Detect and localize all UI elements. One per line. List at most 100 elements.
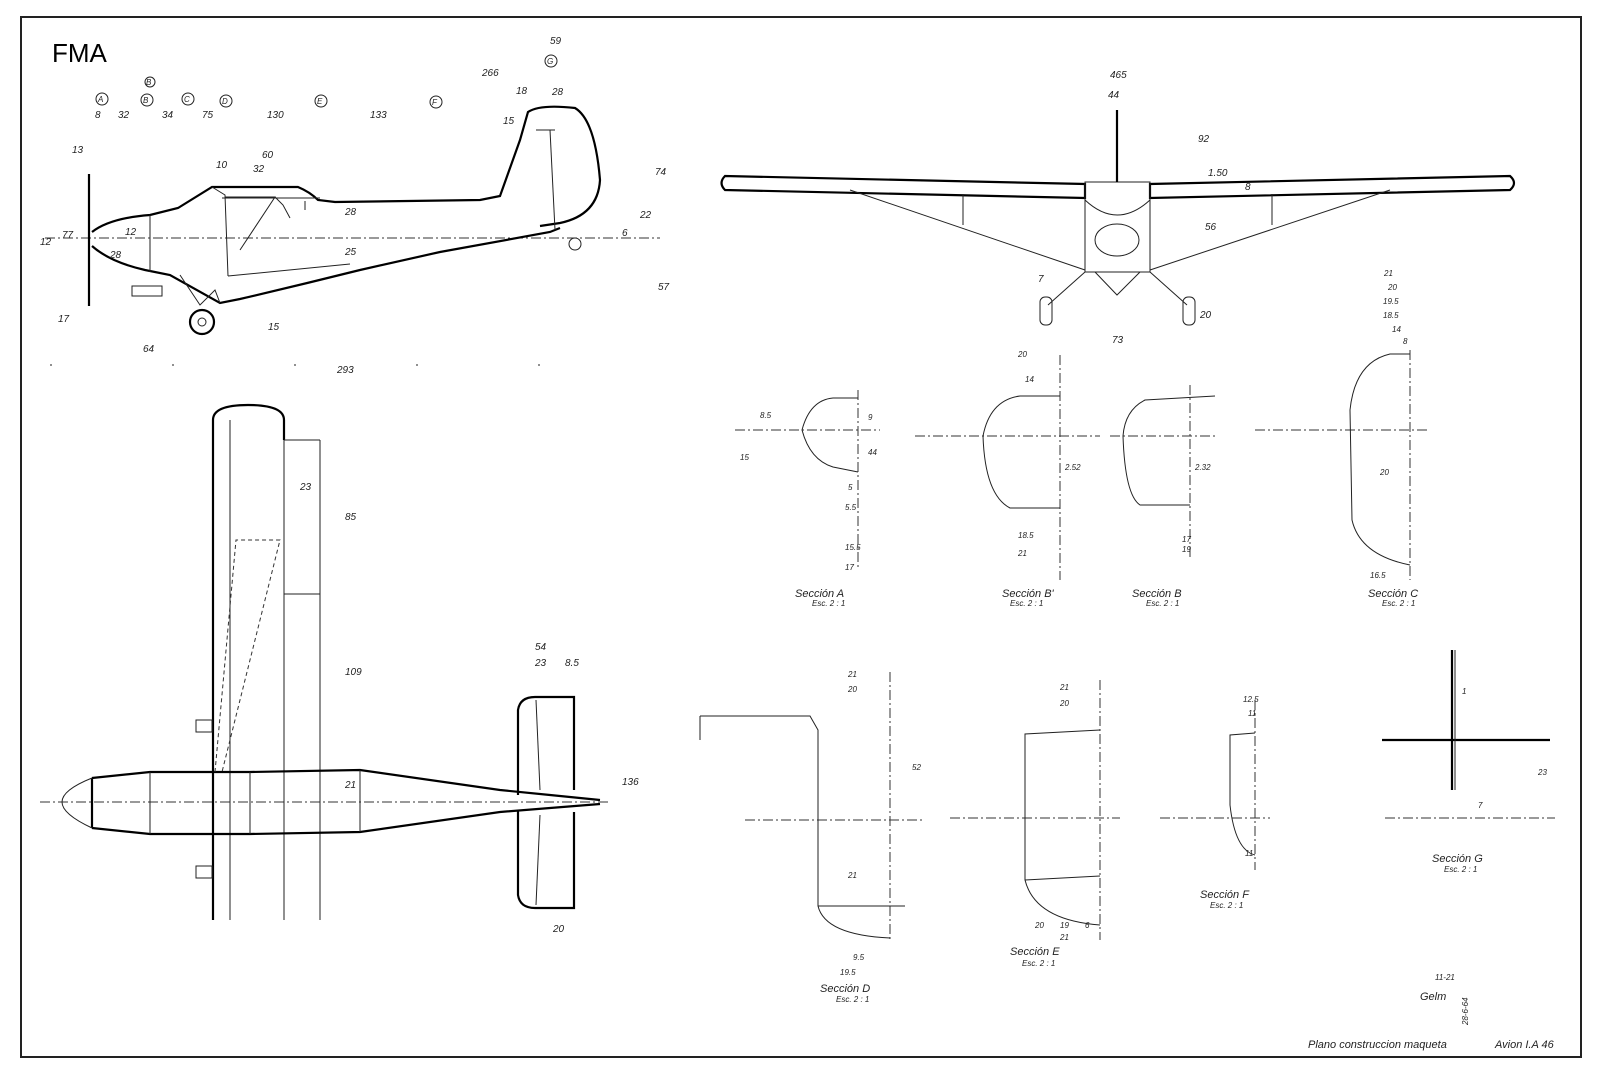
plan-title: Plano construccion maqueta xyxy=(1308,1039,1447,1051)
section-e: Sección E Esc. 2 : 1 21 20 20 19 6 21 xyxy=(950,680,1120,968)
svg-text:10: 10 xyxy=(216,160,228,171)
svg-text:21: 21 xyxy=(1059,933,1069,942)
svg-text:9.5: 9.5 xyxy=(853,953,865,962)
section-d-title: Sección D xyxy=(820,983,870,995)
front-view: 465 44 92 56 7 73 20 8 1.50 xyxy=(720,70,1516,346)
svg-text:8: 8 xyxy=(95,110,101,121)
svg-text:12: 12 xyxy=(125,227,137,238)
svg-text:21: 21 xyxy=(344,780,356,791)
svg-text:21: 21 xyxy=(1059,683,1069,692)
svg-text:20: 20 xyxy=(1017,350,1027,359)
svg-text:92: 92 xyxy=(1198,134,1210,145)
svg-text:E: E xyxy=(317,97,323,106)
section-a-scale: Esc. 2 : 1 xyxy=(812,599,845,608)
section-a-title: Sección A xyxy=(795,588,844,600)
svg-text:21: 21 xyxy=(1383,269,1393,278)
svg-text:2.32: 2.32 xyxy=(1194,463,1211,472)
section-g-title: Sección G xyxy=(1432,853,1483,865)
svg-text:18: 18 xyxy=(516,86,528,97)
svg-text:6: 6 xyxy=(1085,921,1090,930)
svg-text:25: 25 xyxy=(344,247,357,258)
svg-text:28: 28 xyxy=(344,207,357,218)
section-b-prime-title: Sección B' xyxy=(1002,588,1055,600)
svg-text:14: 14 xyxy=(1025,375,1034,384)
section-b: Sección B Esc. 2 : 1 2.32 17 19 xyxy=(1110,385,1216,608)
section-b-prime-scale: Esc. 2 : 1 xyxy=(1010,599,1043,608)
svg-text:5.5: 5.5 xyxy=(845,503,857,512)
svg-text:293: 293 xyxy=(336,365,354,376)
svg-text:14: 14 xyxy=(1392,325,1401,334)
section-c: Sección C Esc. 2 : 1 21 20 19.5 18.5 14 … xyxy=(1255,269,1430,608)
svg-text:133: 133 xyxy=(370,110,387,121)
svg-text:21: 21 xyxy=(1017,549,1027,558)
svg-text:8.5: 8.5 xyxy=(565,658,579,669)
section-b-prime: Sección B' Esc. 2 : 1 20 14 2.52 18.5 21 xyxy=(915,350,1100,608)
svg-text:20: 20 xyxy=(1059,699,1069,708)
svg-text:52: 52 xyxy=(912,763,921,772)
svg-text:21: 21 xyxy=(847,871,857,880)
svg-text:13: 13 xyxy=(72,145,84,156)
top-view: 23 85 109 21 136 54 23 8.5 20 xyxy=(40,403,639,935)
svg-text:2.52: 2.52 xyxy=(1064,463,1081,472)
svg-text:32: 32 xyxy=(118,110,130,121)
section-c-title: Sección C xyxy=(1368,588,1418,600)
section-b-scale: Esc. 2 : 1 xyxy=(1146,599,1179,608)
svg-text:266: 266 xyxy=(481,68,499,79)
svg-text:15.5: 15.5 xyxy=(845,543,861,552)
brand-label: FMA xyxy=(52,38,107,68)
svg-text:20: 20 xyxy=(1034,921,1044,930)
svg-text:59: 59 xyxy=(550,36,562,47)
svg-text:15: 15 xyxy=(268,322,280,333)
svg-text:11: 11 xyxy=(1245,849,1253,858)
svg-text:28: 28 xyxy=(551,87,564,98)
svg-text:28: 28 xyxy=(109,250,122,261)
svg-text:44: 44 xyxy=(1108,90,1120,101)
svg-text:17: 17 xyxy=(1182,535,1191,544)
svg-text:20: 20 xyxy=(1199,310,1212,321)
signature: Gelm xyxy=(1420,991,1446,1003)
svg-text:56: 56 xyxy=(1205,222,1217,233)
svg-text:12: 12 xyxy=(40,237,52,248)
svg-text:15: 15 xyxy=(740,453,749,462)
svg-text:12.5: 12.5 xyxy=(1243,695,1259,704)
svg-text:17: 17 xyxy=(845,563,854,572)
svg-text:32: 32 xyxy=(253,164,265,175)
svg-text:G: G xyxy=(547,57,553,66)
svg-text:20: 20 xyxy=(552,924,565,935)
svg-text:21: 21 xyxy=(847,670,857,679)
svg-text:8: 8 xyxy=(1245,182,1251,193)
drawing-date: 28-6-64 xyxy=(1461,997,1470,1026)
svg-text:75: 75 xyxy=(202,110,214,121)
svg-text:A: A xyxy=(97,95,103,104)
svg-text:64: 64 xyxy=(143,344,155,355)
svg-text:11: 11 xyxy=(1248,709,1256,718)
svg-text:136: 136 xyxy=(622,777,639,788)
svg-text:19: 19 xyxy=(1182,545,1191,554)
svg-text:77: 77 xyxy=(62,230,74,241)
title-block: Plano construccion maqueta Avion I.A 46 … xyxy=(1308,973,1555,1051)
svg-text:1.50: 1.50 xyxy=(1208,168,1228,179)
svg-text:130: 130 xyxy=(267,110,284,121)
svg-text:18.5: 18.5 xyxy=(1018,531,1034,540)
svg-text:54: 54 xyxy=(535,642,547,653)
svg-text:D: D xyxy=(222,97,228,106)
section-b-title: Sección B xyxy=(1132,588,1182,600)
section-d: Sección D Esc. 2 : 1 21 20 52 21 9.5 19.… xyxy=(699,670,925,1004)
svg-text:7: 7 xyxy=(1478,801,1483,810)
svg-text:17: 17 xyxy=(58,314,70,325)
svg-text:19: 19 xyxy=(1060,921,1069,930)
section-c-scale: Esc. 2 : 1 xyxy=(1382,599,1415,608)
svg-text:19.5: 19.5 xyxy=(1383,297,1399,306)
svg-text:74: 74 xyxy=(655,167,667,178)
svg-text:85: 85 xyxy=(345,512,357,523)
svg-text:465: 465 xyxy=(1110,70,1127,81)
svg-text:8: 8 xyxy=(1403,337,1408,346)
svg-text:1: 1 xyxy=(1462,687,1466,696)
svg-text:34: 34 xyxy=(162,110,174,121)
svg-text:23: 23 xyxy=(299,482,312,493)
section-f: Sección F Esc. 2 : 1 12.5 11 11 xyxy=(1160,695,1270,910)
side-view: A B C D E F G B 8 32 34 75 130 133 266 5… xyxy=(40,36,670,376)
svg-text:18.5: 18.5 xyxy=(1383,311,1399,320)
section-g: Sección G Esc. 2 : 1 1 23 7 xyxy=(1382,650,1555,874)
svg-text:F: F xyxy=(432,98,438,107)
